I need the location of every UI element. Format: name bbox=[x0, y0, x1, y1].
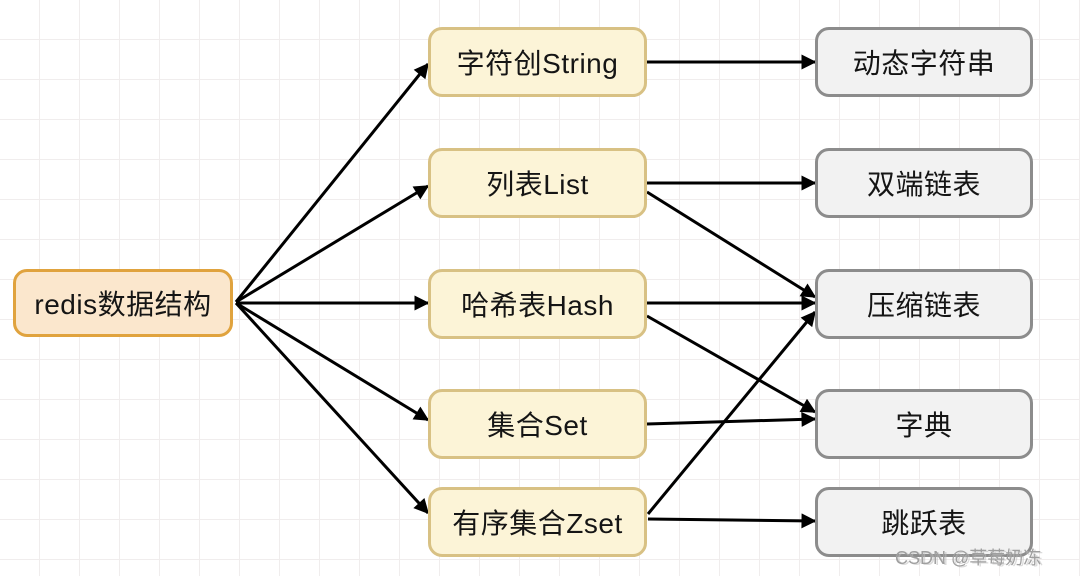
node-dict: 字典 bbox=[815, 389, 1033, 459]
csdn-watermark: CSDN @草莓奶冻 bbox=[895, 548, 1042, 568]
node-redis-data-structure: redis数据结构 bbox=[13, 269, 233, 337]
edge-list-to-ziplist bbox=[646, 190, 817, 299]
edge-zset-to-skiplist bbox=[647, 513, 817, 529]
node-list: 列表List bbox=[428, 148, 647, 218]
node-dynamic-string: 动态字符串 bbox=[815, 27, 1033, 97]
node-string: 字符创String bbox=[428, 27, 647, 97]
node-set: 集合Set bbox=[428, 389, 647, 459]
edge-redis-to-zset bbox=[234, 301, 430, 515]
edge-zset-to-ziplist bbox=[646, 310, 817, 515]
edge-redis-to-list bbox=[235, 184, 430, 304]
edge-redis-to-set bbox=[235, 301, 430, 422]
edge-set-to-dict bbox=[646, 411, 817, 427]
node-zset: 有序集合Zset bbox=[428, 487, 647, 557]
edge-redis-to-string bbox=[234, 62, 430, 303]
node-doubly-linked-list: 双端链表 bbox=[815, 148, 1033, 218]
node-ziplist: 压缩链表 bbox=[815, 269, 1033, 339]
edge-hash-to-dict bbox=[646, 314, 817, 414]
node-skiplist: 跳跃表 bbox=[815, 487, 1033, 557]
node-hash: 哈希表Hash bbox=[428, 269, 647, 339]
